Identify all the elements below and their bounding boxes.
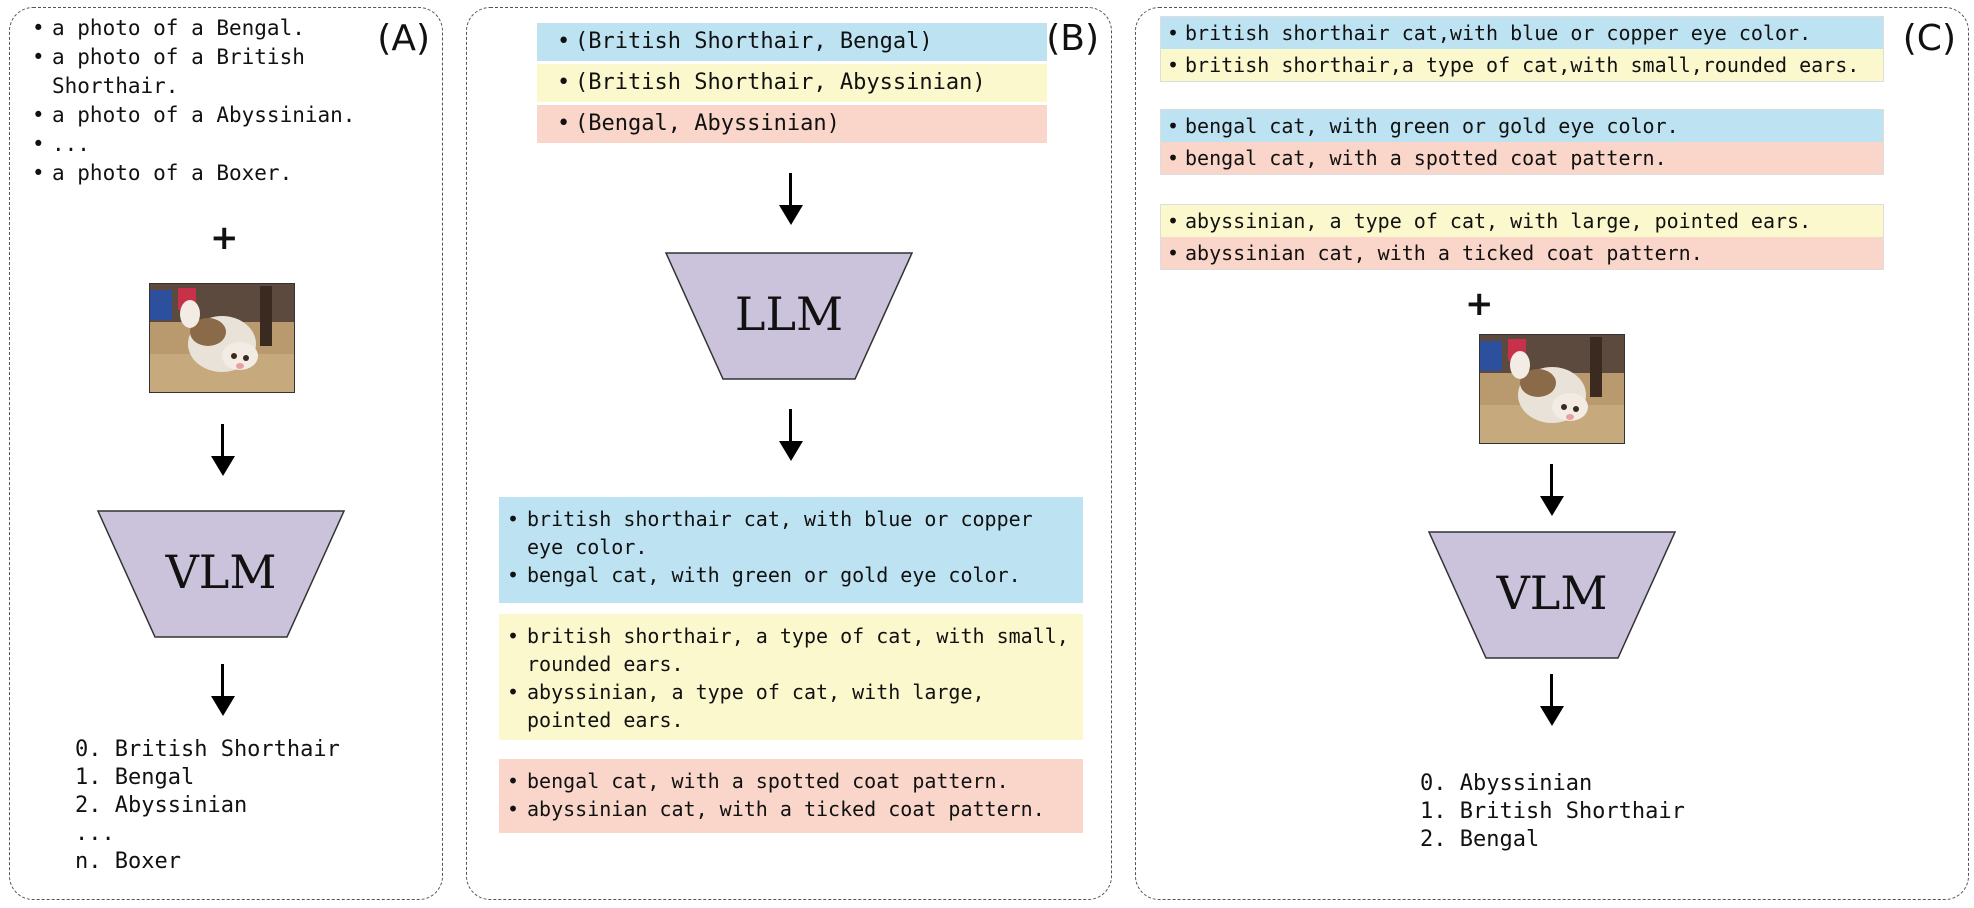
panel-a: (A) a photo of a Bengal. a photo of a Br… [9, 7, 443, 900]
arrow-down-icon [779, 173, 803, 225]
vlm-block [97, 510, 345, 638]
description-item: abyssinian, a type of cat, with large, p… [505, 678, 1075, 734]
attribute-row: british shorthair cat,with blue or coppe… [1161, 17, 1883, 49]
ranking-item: 1. Bengal [75, 765, 195, 790]
pair-text: (British Shorthair, Abyssinian) [575, 70, 986, 95]
arrow-down-icon [779, 409, 803, 461]
llm-label: LLM [734, 287, 844, 341]
llm-block [665, 252, 913, 380]
plus-sign: + [210, 218, 239, 258]
arrow-down-icon [211, 424, 235, 476]
attribute-row: bengal cat, with green or gold eye color… [1161, 110, 1883, 142]
bullet: • [557, 70, 571, 95]
description-group: british shorthair, a type of cat, with s… [499, 614, 1083, 740]
prompt-item: a photo of a Boxer. [30, 159, 360, 188]
prompt-item: ... [30, 130, 360, 159]
vlm-block [1428, 531, 1676, 659]
cat-photo-drawing [150, 284, 294, 392]
panel-b-label: (B) [1046, 18, 1099, 59]
description-item: british shorthair cat, with blue or copp… [505, 505, 1075, 561]
ranking-list: 0. Abyssinian 1. British Shorthair 2. Be… [1420, 770, 1685, 854]
attribute-group: abyssinian, a type of cat, with large, p… [1160, 204, 1884, 270]
ranking-item: n. Boxer [75, 849, 181, 874]
prompt-item: a photo of a British Shorthair. [30, 43, 360, 101]
panel-b: (B) •(British Shorthair, Bengal) •(Briti… [466, 7, 1112, 900]
panel-a-label: (A) [377, 18, 430, 59]
attribute-group: british shorthair cat,with blue or coppe… [1160, 16, 1884, 82]
ranking-item: ... [75, 821, 115, 846]
attribute-row: bengal cat, with a spotted coat pattern. [1161, 142, 1883, 174]
pair-text: (Bengal, Abyssinian) [575, 111, 840, 136]
panel-c: (C) british shorthair cat,with blue or c… [1135, 7, 1969, 900]
vlm-label: VLM [165, 545, 277, 599]
description-item: british shorthair, a type of cat, with s… [505, 622, 1075, 678]
attribute-row: abyssinian, a type of cat, with large, p… [1161, 205, 1883, 237]
description-item: bengal cat, with green or gold eye color… [505, 561, 1075, 589]
vlm-label: VLM [1496, 566, 1608, 620]
description-item: abyssinian cat, with a ticked coat patte… [505, 795, 1075, 823]
panel-c-label: (C) [1902, 18, 1956, 59]
description-group: bengal cat, with a spotted coat pattern.… [499, 759, 1083, 833]
pair-row: •(British Shorthair, Bengal) [537, 23, 1047, 61]
ranking-item: 2. Bengal [1420, 827, 1540, 852]
attribute-row: british shorthair,a type of cat,with sma… [1161, 49, 1883, 81]
ranking-item: 0. Abyssinian [1420, 771, 1593, 796]
description-group: british shorthair cat, with blue or copp… [499, 497, 1083, 603]
ranking-item: 0. British Shorthair [75, 737, 340, 762]
pair-row: •(British Shorthair, Abyssinian) [537, 64, 1047, 102]
attribute-group: bengal cat, with green or gold eye color… [1160, 109, 1884, 175]
pair-text: (British Shorthair, Bengal) [575, 29, 933, 54]
cat-photo-drawing [1480, 335, 1624, 443]
bullet: • [557, 111, 571, 136]
plus-sign: + [1465, 284, 1494, 324]
prompt-list: a photo of a Bengal. a photo of a Britis… [30, 14, 360, 188]
ranking-item: 1. British Shorthair [1420, 799, 1685, 824]
ranking-item: 2. Abyssinian [75, 793, 248, 818]
arrow-down-icon [1540, 674, 1564, 726]
arrow-down-icon [211, 664, 235, 716]
bullet: • [557, 29, 571, 54]
arrow-down-icon [1540, 464, 1564, 516]
attribute-row: abyssinian cat, with a ticked coat patte… [1161, 237, 1883, 269]
prompt-item: a photo of a Abyssinian. [30, 101, 360, 130]
ranking-list: 0. British Shorthair 1. Bengal 2. Abyssi… [75, 736, 340, 876]
prompt-item: a photo of a Bengal. [30, 14, 360, 43]
description-item: bengal cat, with a spotted coat pattern. [505, 767, 1075, 795]
cat-photo-icon [149, 283, 295, 393]
pair-row: •(Bengal, Abyssinian) [537, 105, 1047, 143]
cat-photo-icon [1479, 334, 1625, 444]
